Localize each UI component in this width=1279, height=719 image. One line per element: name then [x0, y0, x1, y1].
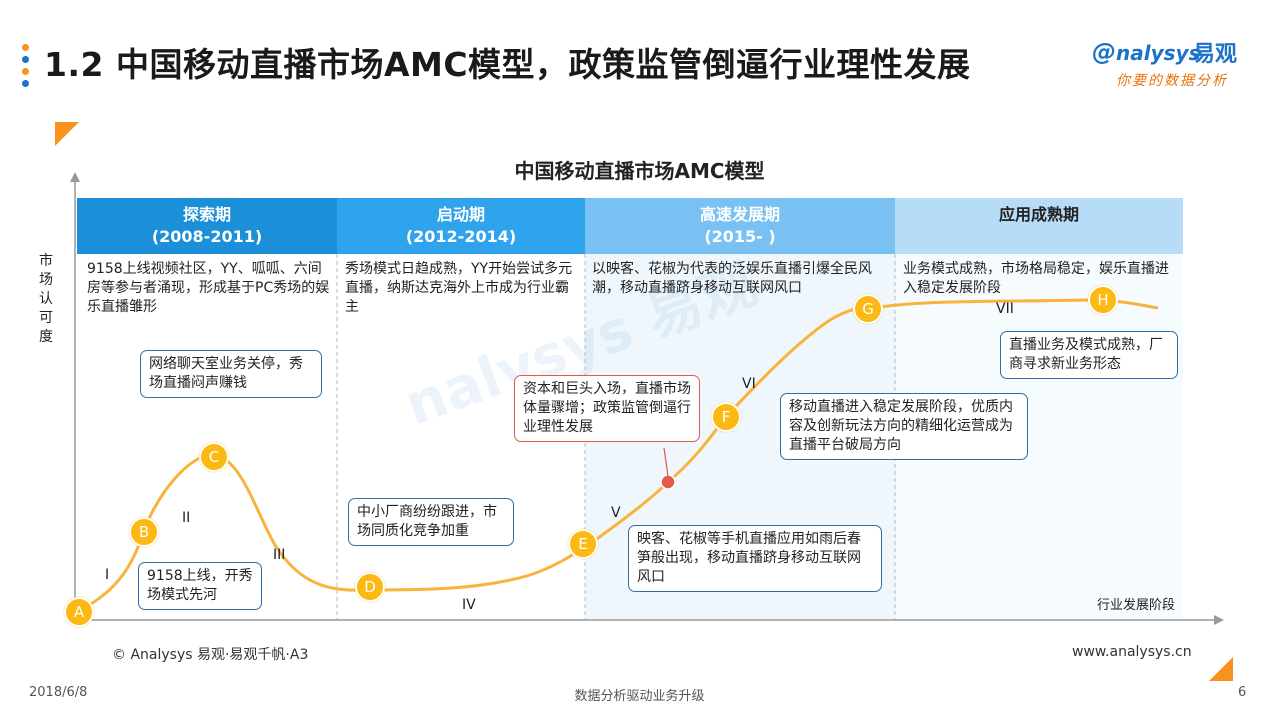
page-title: 1.2 中国移动直播市场AMC模型，政策监管倒逼行业理性发展 — [44, 45, 971, 84]
footer-slogan: 数据分析驱动业务升级 — [574, 689, 705, 704]
phase-years: (2008-2011) — [151, 227, 263, 246]
logo-slogan: 你要的数据分析 — [1116, 73, 1228, 89]
y-axis-label: 市场认可度 — [39, 253, 53, 345]
phase-header-launch: 启动期 (2012-2014) — [337, 198, 585, 254]
website-link[interactable]: www.analysys.cn — [1072, 644, 1192, 660]
policy-point — [660, 474, 676, 490]
node-a: A — [64, 597, 94, 627]
phase-name: 高速发展期 — [699, 205, 780, 224]
callout-f: 移动直播进入稳定发展阶段，优质内容及创新玩法方向的精细化运营成为直播平台破局方向 — [780, 393, 1028, 460]
phase-description: 9158上线视频社区，YY、呱呱、六间房等参与者涌现，形成基于PC秀场的娱乐直播… — [87, 261, 330, 315]
stage-label: I — [105, 567, 110, 583]
corner-triangle-icon — [55, 122, 79, 146]
callout-e: 映客、花椒等手机直播应用如雨后春笋般出现，移动直播跻身移动互联网风口 — [628, 525, 882, 592]
logo-a-icon: @ — [1092, 38, 1116, 66]
phase-name: 探索期 — [182, 205, 231, 224]
node-e: E — [568, 529, 598, 559]
copyright: © Analysys 易观·易观千帆·A3 — [112, 647, 309, 663]
callout-a: 9158上线，开秀场模式先河 — [138, 562, 262, 610]
phase-header-mature: 应用成熟期 — [895, 198, 1183, 254]
phase-description: 以映客、花椒为代表的泛娱乐直播引爆全民风潮，移动直播跻身移动互联网风口 — [592, 261, 872, 296]
title-dots — [22, 44, 30, 92]
node-d: D — [355, 572, 385, 602]
date: 2018/6/8 — [29, 685, 88, 700]
node-b: B — [129, 517, 159, 547]
corner-triangle-icon — [1209, 657, 1233, 681]
policy-pointer — [663, 447, 669, 477]
node-h: H — [1088, 285, 1118, 315]
callout-policy: 资本和巨头入场，直播市场体量骤增；政策监管倒逼行业理性发展 — [514, 375, 700, 442]
phase-name: 启动期 — [436, 205, 485, 224]
node-g: G — [853, 294, 883, 324]
node-f: F — [711, 402, 741, 432]
x-axis-arrow-icon — [1214, 615, 1224, 625]
page-number: 6 — [1238, 685, 1247, 700]
node-c: C — [199, 442, 229, 472]
stage-label: VII — [996, 301, 1014, 317]
callout-c: 网络聊天室业务关停，秀场直播闷声赚钱 — [140, 350, 322, 398]
stage-label: V — [611, 505, 621, 521]
callout-d: 中小厂商纷纷跟进，市场同质化竞争加重 — [348, 498, 514, 546]
phase-description: 秀场模式日趋成熟，YY开始尝试多元直播，纳斯达克海外上市成为行业霸主 — [345, 261, 573, 315]
stage-label: II — [182, 510, 191, 526]
y-axis-arrow-icon — [70, 172, 80, 182]
phase-description: 业务模式成熟，市场格局稳定，娱乐直播进入稳定发展阶段 — [903, 261, 1169, 296]
callout-h: 直播业务及模式成熟，厂商寻求新业务形态 — [1000, 331, 1178, 379]
phase-years: (2015- ) — [704, 227, 776, 246]
stage-label: IV — [462, 597, 476, 613]
phase-years: (2012-2014) — [405, 227, 517, 246]
x-axis-label: 行业发展阶段 — [1097, 598, 1176, 613]
stage-label: III — [273, 547, 286, 563]
phase-header-exploration: 探索期 (2008-2011) — [77, 198, 337, 254]
analysys-logo: @nalysys — [1092, 38, 1201, 66]
chart-title: 中国移动直播市场AMC模型 — [514, 159, 765, 183]
logo-cn: 易观 — [1193, 42, 1238, 67]
stage-label: VI — [742, 376, 756, 392]
phase-name: 应用成熟期 — [998, 205, 1079, 224]
phase-header-growth: 高速发展期 (2015- ) — [585, 198, 895, 254]
